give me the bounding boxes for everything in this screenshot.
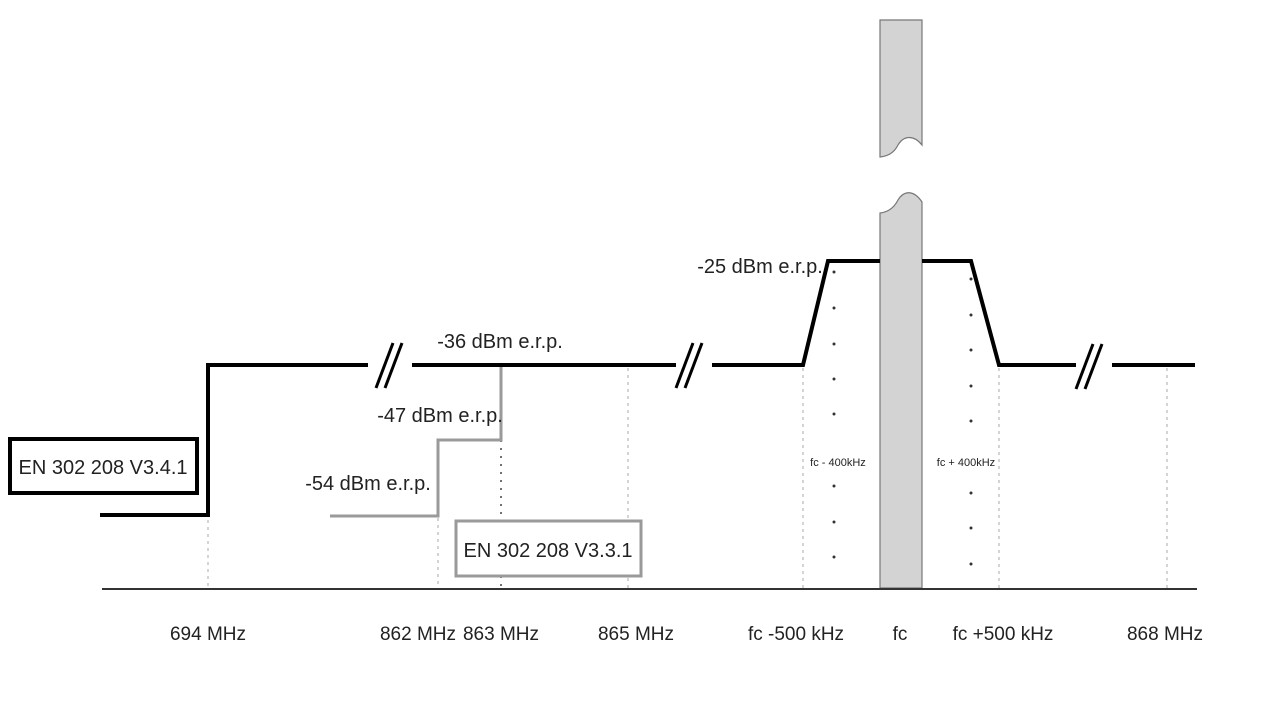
box-old-version-label: EN 302 208 V3.3.1 <box>463 540 632 562</box>
x-axis-ticks: 694 MHz 862 MHz 863 MHz 865 MHz fc -500 … <box>170 624 1203 645</box>
old-mask-line <box>330 366 503 518</box>
level-old-low: -54 dBm e.r.p. <box>305 473 431 495</box>
tick-label: 865 MHz <box>598 624 674 645</box>
tick-label: fc -500 kHz <box>748 624 844 645</box>
break-marks <box>374 342 1104 390</box>
level-peak: -25 dBm e.r.p. <box>697 256 823 278</box>
new-mask-line <box>100 259 1195 517</box>
tick-label: 863 MHz <box>463 624 539 645</box>
box-new-version-label: EN 302 208 V3.4.1 <box>18 457 187 479</box>
box-old-version <box>454 519 643 578</box>
box-new-version <box>8 437 199 495</box>
carrier-bar <box>879 19 923 589</box>
tick-label: fc +500 kHz <box>953 624 1054 645</box>
level-main: -36 dBm e.r.p. <box>437 331 563 353</box>
tick-label: 694 MHz <box>170 624 246 645</box>
inner-label-right: fc + 400kHz <box>937 457 995 469</box>
tick-label: 862 MHz <box>380 624 456 645</box>
tick-label: fc <box>893 624 908 645</box>
tick-label: 868 MHz <box>1127 624 1203 645</box>
inner-label-left: fc - 400kHz <box>810 457 866 469</box>
dots-400khz <box>832 270 973 566</box>
level-old-mid: -47 dBm e.r.p. <box>377 405 503 427</box>
